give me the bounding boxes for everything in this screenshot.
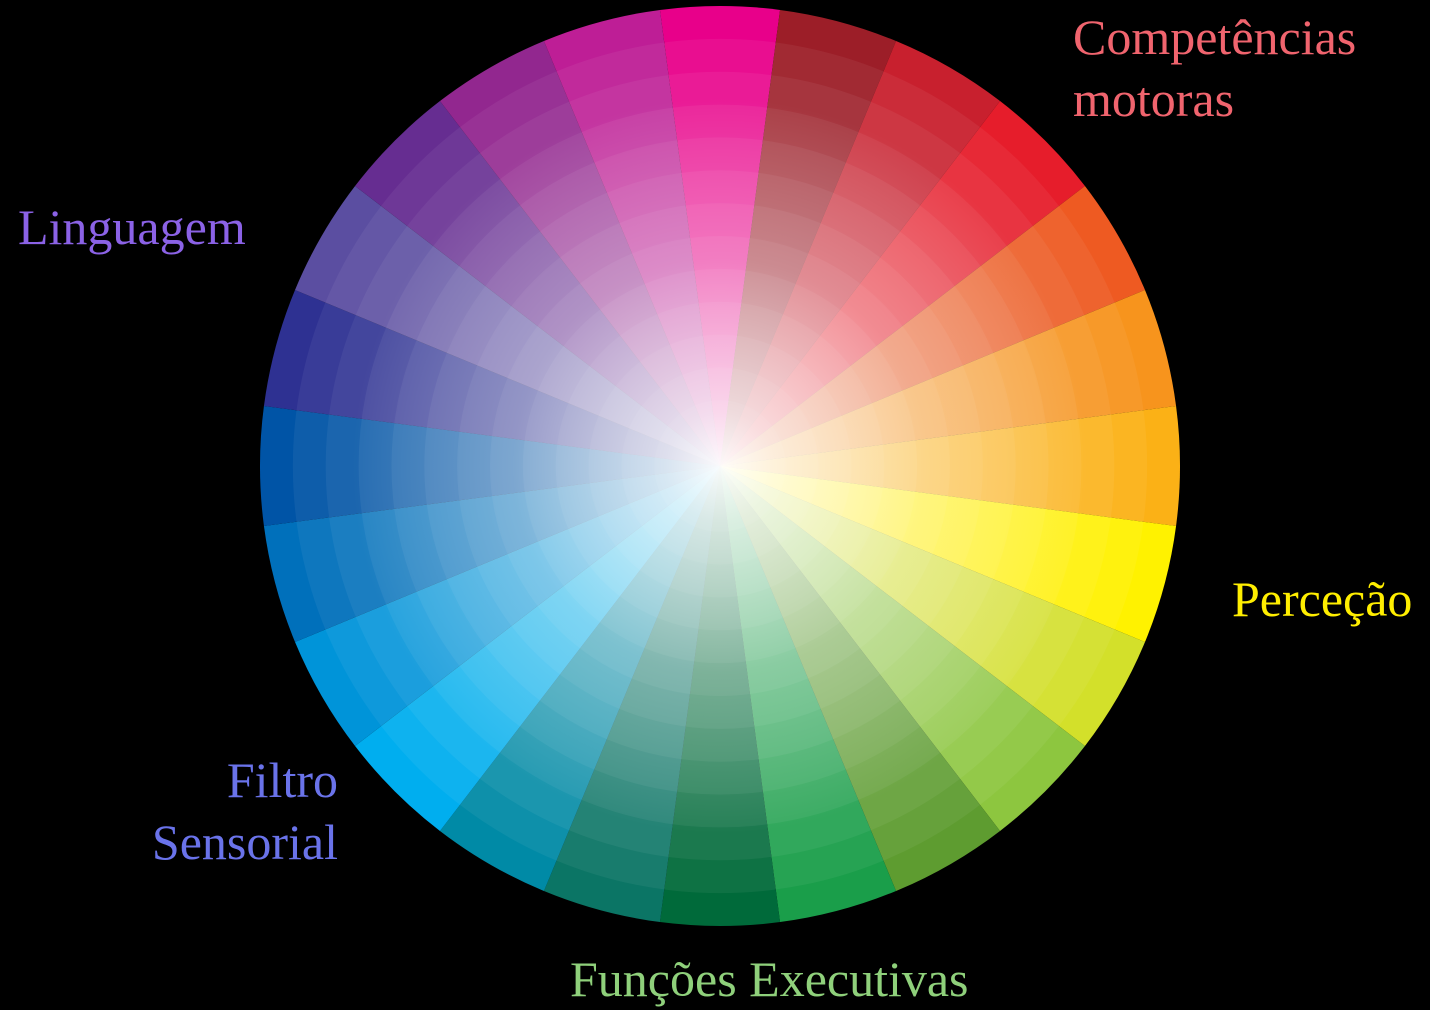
label-sensory-filter-line2: Sensorial (152, 811, 338, 873)
label-language: Linguagem (18, 196, 246, 258)
label-motor-skills-line1: Competências (1073, 6, 1356, 68)
label-sensory-filter: Filtro Sensorial (152, 749, 338, 873)
label-language-text: Linguagem (18, 196, 246, 258)
label-executive-functions: Funções Executivas (570, 948, 969, 1010)
label-motor-skills-line2: motoras (1073, 68, 1356, 130)
label-perception-text: Perceção (1232, 568, 1412, 630)
label-perception: Perceção (1232, 568, 1412, 630)
label-motor-skills: Competências motoras (1073, 6, 1356, 130)
label-sensory-filter-line1: Filtro (152, 749, 338, 811)
label-executive-functions-text: Funções Executivas (570, 948, 969, 1010)
wheel-center-glow (260, 6, 1180, 926)
